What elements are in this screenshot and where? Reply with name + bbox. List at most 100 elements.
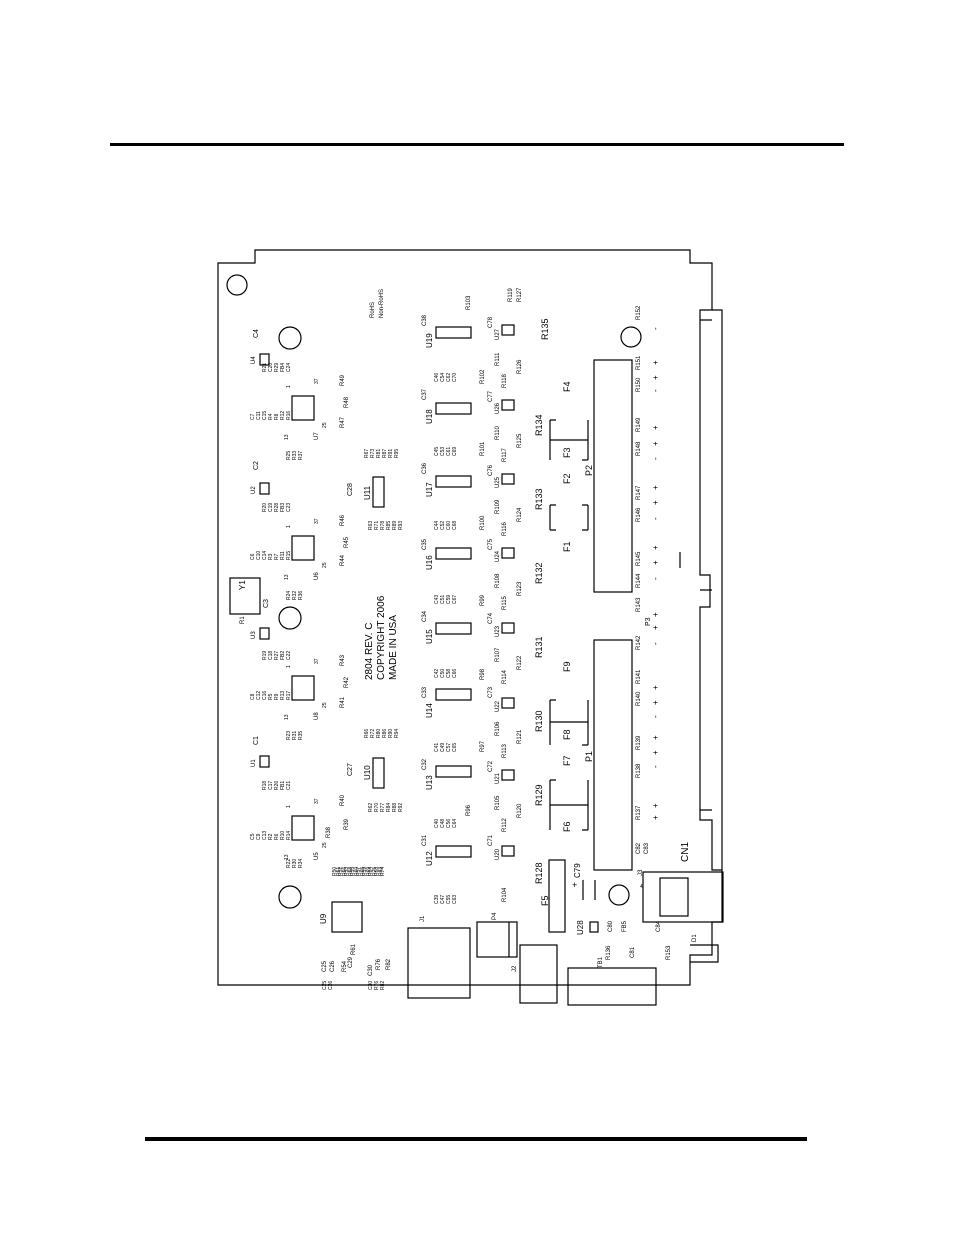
label-c36: C36 <box>422 462 428 474</box>
silkscreen-copyright: COPYRIGHT 2006 <box>376 595 387 680</box>
footer-rule <box>145 1137 807 1141</box>
label-c84: C84 <box>656 920 662 932</box>
component-label: R24 <box>286 591 292 600</box>
label-r134: R134 <box>534 414 544 436</box>
component-label: R90 <box>388 729 394 738</box>
label-c73: C73 <box>488 686 494 698</box>
label-c72: C72 <box>488 760 494 772</box>
label-r132: R132 <box>534 562 544 584</box>
component-label: C24 <box>286 363 292 372</box>
component-label: C11 <box>256 411 262 420</box>
label-r108: R108 <box>495 573 501 588</box>
label-p1: P1 <box>584 751 594 762</box>
pin-label: 37 <box>314 798 320 804</box>
component-label: R30 <box>292 859 298 868</box>
component-label: R23 <box>286 731 292 740</box>
component-label: C60 <box>446 521 452 530</box>
label-f6: F6 <box>562 821 572 832</box>
component-label: C19 <box>268 503 274 512</box>
pin-label: 37 <box>314 658 320 664</box>
pin-label: 1 <box>286 805 292 808</box>
component-label: R51 <box>336 867 342 876</box>
label-r107: R107 <box>495 647 501 662</box>
pin-label: 25 <box>322 842 328 848</box>
label-r128: R128 <box>534 862 544 884</box>
component-label: R29 <box>274 363 280 372</box>
component-label: C47 <box>440 895 446 904</box>
label-r54: R54 <box>342 960 348 972</box>
ic-u7 <box>291 395 315 421</box>
label-r140: R140 <box>636 691 642 706</box>
label-r76: R76 <box>376 958 382 970</box>
label-u22: U22 <box>495 700 501 712</box>
label-r97: R97 <box>480 740 486 752</box>
component-label: C51 <box>440 595 446 604</box>
label-j1: J1 <box>420 915 426 922</box>
component-label: C67 <box>452 595 458 604</box>
component-label: C45 <box>434 447 440 456</box>
label-p2: P2 <box>584 465 594 476</box>
polarity-mark: + <box>651 560 660 565</box>
component-label: C7 <box>250 413 256 420</box>
component-label: C59 <box>446 595 452 604</box>
pin-label: 25 <box>322 422 328 428</box>
label-y1: Y1 <box>238 580 247 590</box>
component-label: R58 <box>348 867 354 876</box>
label-r47: R47 <box>340 416 346 428</box>
label-u10: U10 <box>363 765 372 780</box>
label-r143: R143 <box>636 597 642 612</box>
component-label: R14 <box>286 831 292 840</box>
label-c32: C32 <box>422 758 428 770</box>
terminal-block-tb1 <box>567 967 657 1006</box>
label-r44: R44 <box>340 554 346 566</box>
mounting-hole <box>608 884 630 906</box>
component-label: FB4 <box>280 363 286 372</box>
component-label: C42 <box>434 669 440 678</box>
label-c28: C28 <box>347 483 354 496</box>
component-label: C16 <box>262 691 268 700</box>
label-r125: R125 <box>517 433 523 448</box>
label-u18: U18 <box>425 409 434 424</box>
component-label: R81 <box>376 449 382 458</box>
label-c1: C1 <box>253 736 260 745</box>
component-label: R76 <box>374 981 380 990</box>
label-u25: U25 <box>495 476 501 488</box>
polarity-mark: - <box>651 457 660 460</box>
component-label: R82 <box>380 981 386 990</box>
label-f3: F3 <box>562 447 572 458</box>
label-r133: R133 <box>534 488 544 510</box>
label-r102: R102 <box>480 369 486 384</box>
ic-u8 <box>291 675 315 701</box>
component-label: R63 <box>368 521 374 530</box>
component-label: FB3 <box>280 503 286 512</box>
component-label: C69 <box>452 447 458 456</box>
component-label: R36 <box>298 591 304 600</box>
label-u11: U11 <box>363 485 372 500</box>
label-c37: C37 <box>422 388 428 400</box>
label-r45: R45 <box>344 536 350 548</box>
label-c25: C25 <box>322 960 328 972</box>
component-label: FB2 <box>280 651 286 660</box>
polarity-mark: - <box>651 642 660 645</box>
component-label: R56 <box>342 867 348 876</box>
component-label: R11 <box>280 551 286 560</box>
connector-p4 <box>476 921 518 958</box>
component-label: C8 <box>250 693 256 700</box>
component-label: R18 <box>262 781 268 790</box>
component-label: C15 <box>262 411 268 420</box>
component-label: R13 <box>280 691 286 700</box>
label-c30: C30 <box>368 964 374 976</box>
label-r40: R40 <box>340 794 346 806</box>
component-label: C64 <box>452 819 458 828</box>
component-label: C55 <box>446 895 452 904</box>
component-label: R62 <box>368 803 374 812</box>
component-label: C62 <box>446 373 452 382</box>
component-label: C53 <box>440 447 446 456</box>
component-label: C23 <box>286 503 292 512</box>
component-label: R73 <box>370 449 376 458</box>
label-u23: U23 <box>495 625 501 637</box>
component-label: C41 <box>434 743 440 752</box>
label-u3: U3 <box>251 631 257 639</box>
label-p4: P4 <box>492 912 498 920</box>
polarity-mark: - <box>651 765 660 768</box>
